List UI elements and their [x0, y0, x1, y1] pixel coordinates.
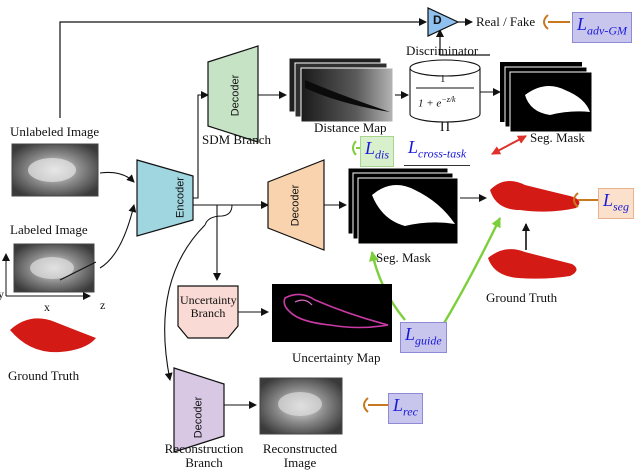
ground-truth-organ-shape [488, 249, 577, 279]
reconstruction-decoder-label: Decoder [192, 396, 205, 439]
unlabeled-image-label: Unlabeled Image [10, 124, 100, 139]
sigmoid-numerator: 1 [440, 73, 446, 85]
left-ground-truth-organ [10, 318, 96, 353]
encoder-bend-curve [204, 204, 233, 226]
axis-y-label: y [0, 287, 4, 301]
seg-mask-to-discriminator-arrow [436, 29, 490, 56]
unlabeled-image [11, 143, 99, 197]
distance-map-label: Distance Map [314, 120, 387, 135]
left-ground-truth-label: Ground Truth [8, 368, 80, 383]
z-axis-line [59, 261, 97, 281]
seg-decoder-shape [267, 159, 325, 251]
seg-mask-stack [347, 167, 459, 245]
real-fake-label: Real / Fake [476, 14, 536, 29]
encoder-shape [136, 159, 194, 237]
reconstructed-image [259, 377, 343, 435]
encoder-to-sdm-arrow [193, 91, 209, 199]
distance-map-stack [288, 57, 394, 123]
uncertainty-map-label: Uncertainty Map [292, 350, 381, 365]
unlabeled-to-encoder-arrow [99, 171, 135, 183]
discriminator-symbol: D [433, 13, 442, 27]
seg-mask-label: Seg. Mask [376, 250, 431, 265]
guide-arrow-to-prediction [438, 217, 502, 331]
rec-loss-connector [363, 397, 388, 413]
sdm-decoder-shape [207, 45, 259, 143]
rec-loss: Lrec [388, 393, 423, 424]
labeled-image-label: Labeled Image [10, 222, 88, 237]
right-ground-truth-label: Ground Truth [486, 290, 558, 305]
guide-loss: Lguide [400, 322, 447, 353]
predicted-organ-shape [490, 181, 580, 212]
encoder-to-reconstruction-arrow [164, 224, 206, 381]
cross-task-loss: Lcross-task [404, 136, 471, 166]
adv-gm-loss: Ladv-GM [572, 12, 632, 43]
top-seg-mask-stack [500, 62, 593, 133]
axis-z-label: z [100, 298, 106, 312]
uncertainty-map [272, 284, 392, 342]
adv-loss-connector [543, 14, 570, 30]
seg-loss-connector [573, 192, 598, 208]
discriminator-shape [427, 7, 460, 37]
seg-decoder-label: Decoder [289, 184, 302, 227]
sigmoid-denominator: 1 + e−z/k [418, 95, 456, 110]
seg-loss: Lseg [598, 188, 635, 219]
encoder-label: Encoder [174, 177, 187, 218]
sigmoid-transform [409, 59, 481, 123]
unlabeled-to-discriminator-arrow [59, 18, 427, 118]
pi-symbol: Π [440, 120, 451, 135]
dis-loss: Ldis [360, 136, 395, 167]
discriminator-label: Discriminator [406, 43, 479, 58]
uncertainty-branch-shape [177, 285, 239, 339]
reconstruction-decoder-shape [173, 367, 225, 453]
sdm-decoder-label: Decoder [229, 74, 242, 117]
labeled-image [13, 243, 95, 293]
labeled-to-encoder-arrow [99, 204, 137, 269]
sdm-branch-label: SDM Branch [202, 132, 271, 147]
cross-task-arrow [491, 135, 527, 155]
top-seg-mask-label: Seg. Mask [530, 130, 585, 145]
axis-x-label: x [44, 300, 50, 314]
